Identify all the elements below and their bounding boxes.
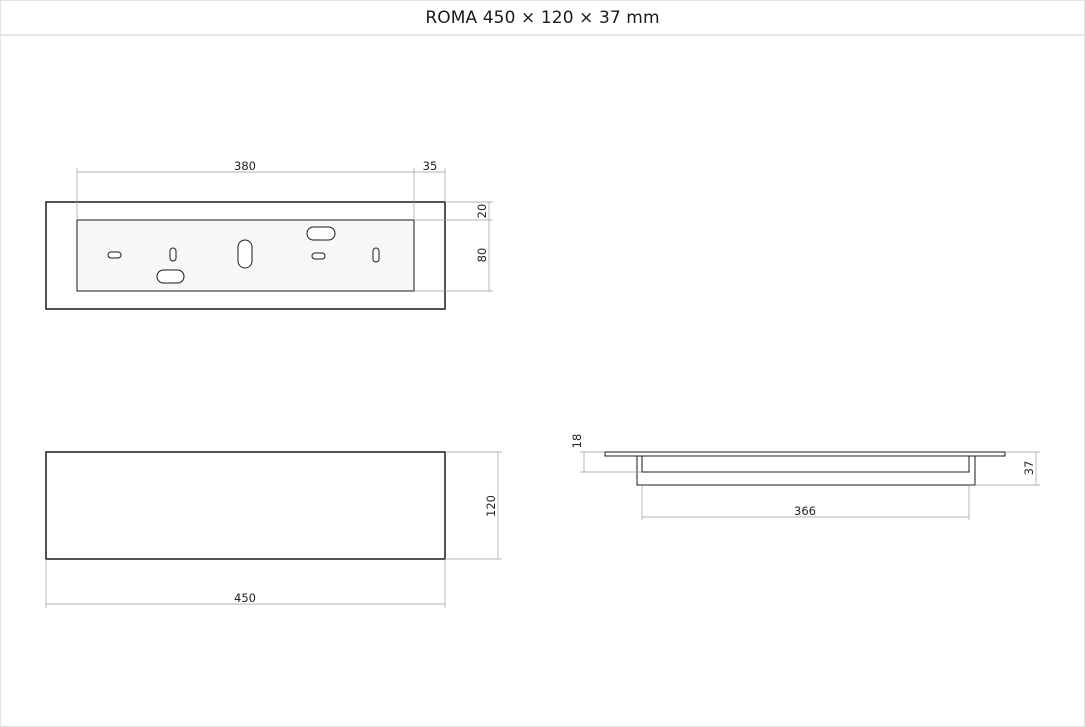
dim-label-80: 80 [475, 248, 489, 263]
dim-label-35: 35 [423, 159, 438, 173]
socket-slot [311, 252, 326, 260]
dim-label-37: 37 [1022, 461, 1036, 476]
top-view-outer-frame [45, 201, 446, 310]
socket-ground-slot [306, 226, 336, 241]
flange-plate [604, 451, 1006, 457]
dim-label-380: 380 [234, 159, 256, 173]
socket-slot [107, 251, 122, 259]
dim-label-120: 120 [484, 495, 498, 517]
side-section: 18 37 366 [570, 434, 1040, 520]
socket-ground-slot [156, 269, 185, 284]
socket-slot [169, 247, 177, 262]
dim-label-18: 18 [570, 434, 584, 449]
body-inner-outline [641, 456, 970, 473]
dim-label-366: 366 [794, 504, 816, 518]
socket-slot [372, 247, 380, 263]
dim-label-450: 450 [234, 591, 256, 605]
title-bar: ROMA 450 × 120 × 37 mm [1, 1, 1084, 36]
front-view: 120 450 [45, 451, 502, 608]
body-outline [636, 456, 976, 486]
drawing-title: ROMA 450 × 120 × 37 mm [425, 7, 660, 28]
top-view: 380 35 20 80 [45, 159, 493, 310]
socket-round-slot [237, 239, 253, 269]
front-view-outer-frame [45, 451, 446, 560]
dim-label-20: 20 [475, 204, 489, 219]
